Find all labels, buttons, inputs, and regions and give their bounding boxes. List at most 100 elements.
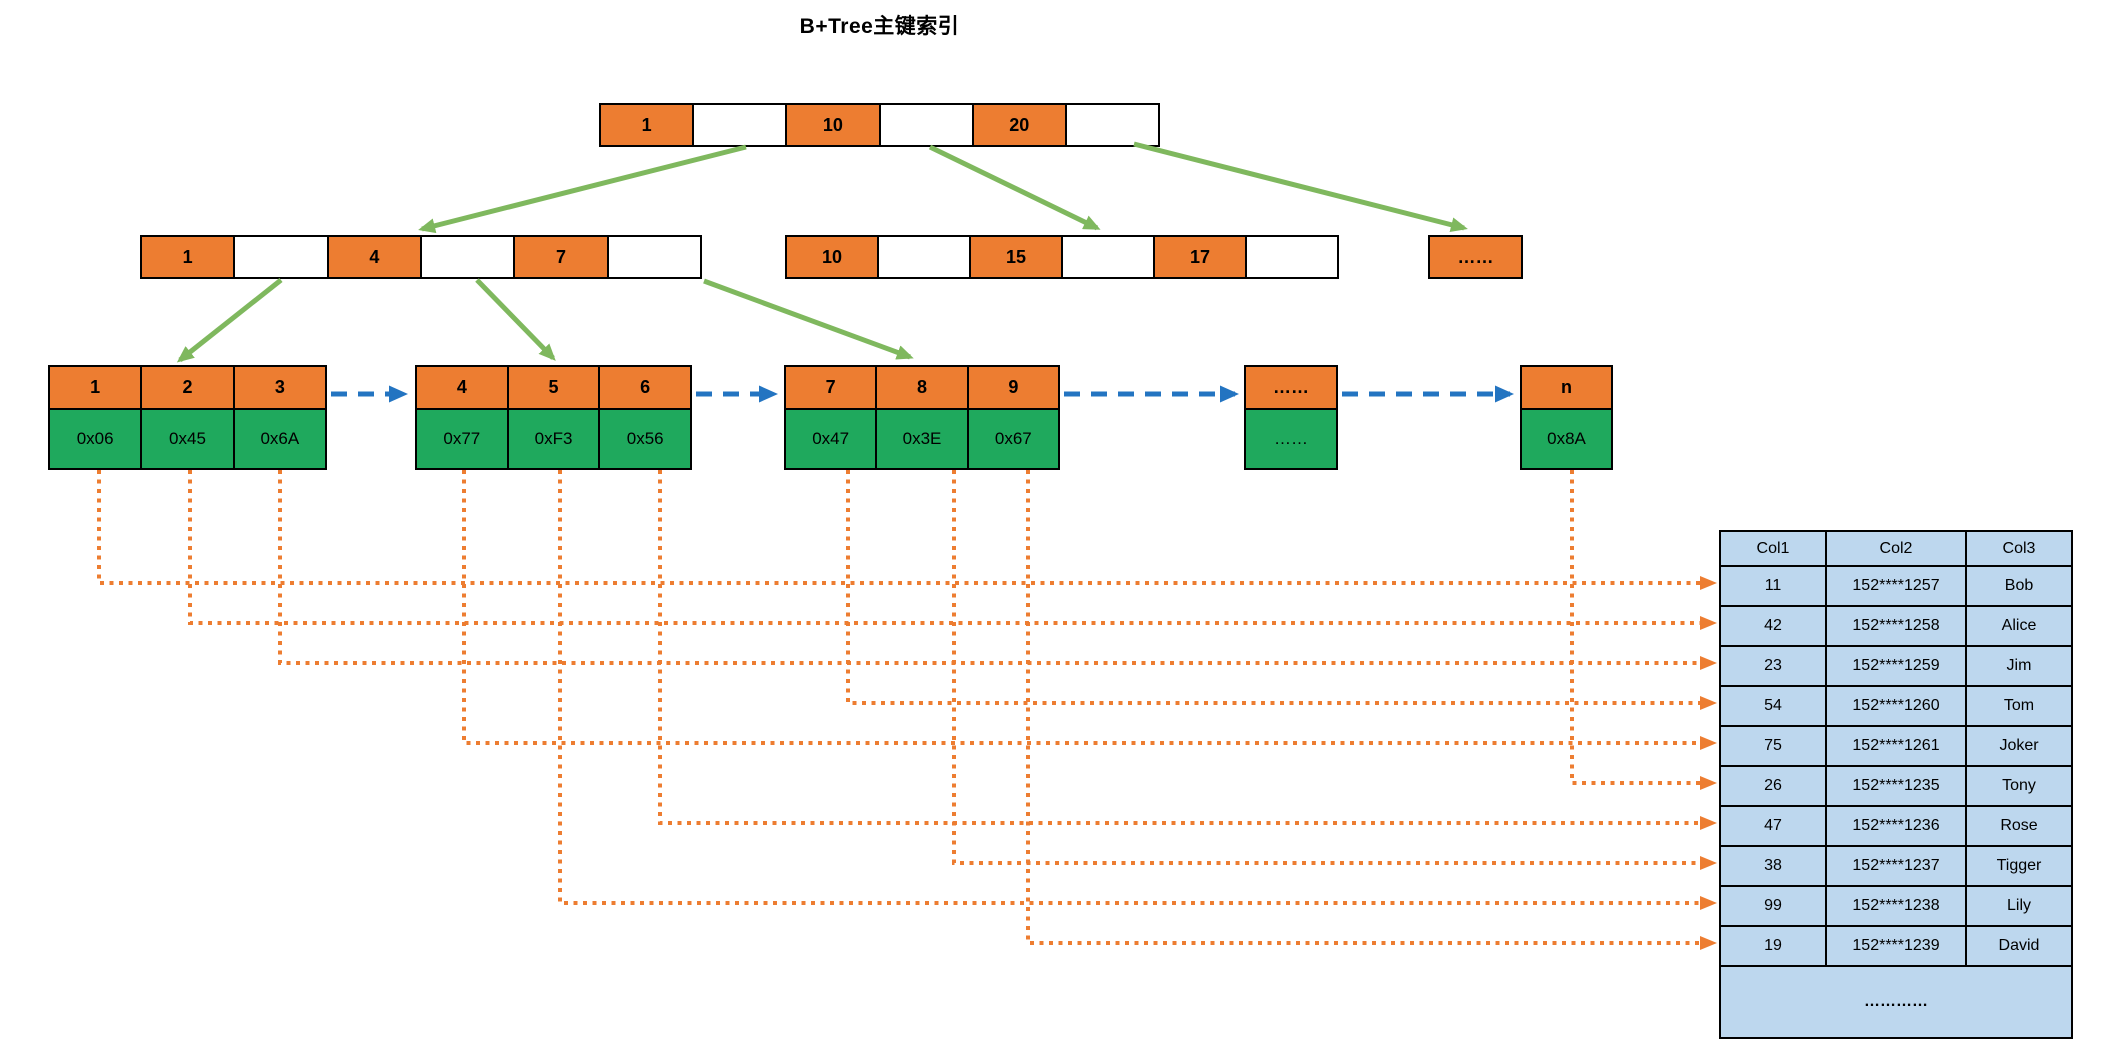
table-cell: 152****1261 [1827,725,1967,765]
pointer-cell [608,237,700,277]
table-cell: 152****1257 [1827,565,1967,605]
leaf-key-cell: 2 [142,367,235,408]
root-to-internal2-arrow [928,144,1101,231]
record-arrow-0x6A [278,470,1717,670]
table-ellipsis-row: ………… [1721,965,2071,1037]
internal1-to-leaf3-arrow [703,278,914,360]
pointer-cell [1063,237,1155,277]
key-cell: 20 [973,105,1067,145]
leaf-key-cell: 9 [968,367,1058,408]
leaf-key-cell: 4 [417,367,509,408]
leaf-value-row: …… [1246,408,1336,468]
key-cell: 17 [1155,237,1247,277]
pointer-cell [421,237,516,277]
pointer-cell [235,237,329,277]
table-cell: Tom [1967,685,2071,725]
leaf-value-cell: 0x47 [786,410,878,468]
table-cell: 47 [1721,805,1827,845]
key-cell: 1 [601,105,695,145]
key-cell: 1 [142,237,236,277]
table-cell: David [1967,925,2071,965]
leaf-key-cell: 6 [600,367,691,408]
leaf-key-cell: 3 [234,367,325,408]
key-cell: 15 [971,237,1063,277]
leaf-key-cell: 5 [508,367,601,408]
leaf-node-ellipsis: ………… [1244,365,1338,470]
leaf-value-row: 0x8A [1522,408,1611,468]
key-cell: 4 [328,237,422,277]
table-cell: Rose [1967,805,2071,845]
table-cell: Tony [1967,765,2071,805]
table-cell: 19 [1721,925,1827,965]
pointer-cell [880,105,974,145]
record-arrow-0x56 [658,470,1717,830]
table-cell: 26 [1721,765,1827,805]
table-cell: 152****1260 [1827,685,1967,725]
leaf-value-cell: 0x8A [1522,410,1611,468]
leaf-key-cell: 7 [786,367,878,408]
leaf-key-cell: 1 [50,367,143,408]
record-arrow-0x06 [97,470,1717,590]
table-cell: 42 [1721,605,1827,645]
table-cell: 152****1235 [1827,765,1967,805]
table-cell: Lily [1967,885,2071,925]
table-cell: 99 [1721,885,1827,925]
leaf-key-row: n [1522,367,1611,408]
leaf-value-cell: 0x45 [142,410,235,468]
table-cell: 152****1237 [1827,845,1967,885]
leaf-value-cell: 0x56 [600,410,691,468]
key-cell: …… [1430,237,1521,277]
table-cell: Bob [1967,565,2071,605]
key-cell: 10 [787,105,881,145]
leaf-key-row: …… [1246,367,1336,408]
internal1-to-leaf2-arrow [475,278,556,361]
table-cell: 152****1238 [1827,885,1967,925]
leaf-value-cell: 0x3E [877,410,969,468]
table-cell: Jim [1967,645,2071,685]
leaf-value-cell: …… [1246,410,1336,468]
table-cell: 11 [1721,565,1827,605]
pointer-cell [879,237,971,277]
record-arrow-0x67 [1026,470,1717,950]
record-arrow-0x8A [1570,470,1717,790]
diagram-title: B+Tree主键索引 [799,15,960,38]
table-cell: 152****1258 [1827,605,1967,645]
pointer-cell [1066,105,1159,145]
key-cell: 10 [787,237,879,277]
table-cell: 152****1239 [1827,925,1967,965]
leaf-value-cell: 0x06 [50,410,143,468]
table-cell: 152****1259 [1827,645,1967,685]
internal-node-2: 10 15 17 [785,235,1339,279]
table-cell: Alice [1967,605,2071,645]
pointer-cell [1247,237,1337,277]
root-to-ellipsis-arrow [1133,141,1468,233]
record-arrow-0x3E [952,470,1717,870]
leaf-value-cell: 0x6A [234,410,325,468]
leaf-value-cell: 0x67 [968,410,1058,468]
leaf-key-cell: n [1522,367,1611,408]
table-cell: 54 [1721,685,1827,725]
root-to-internal1-arrow [418,144,747,234]
table-cell: 75 [1721,725,1827,765]
leaf-key-cell: …… [1246,367,1336,408]
table-header-cell: Col3 [2002,539,2036,557]
record-arrow-0x77 [462,470,1717,750]
pointer-cell [694,105,788,145]
internal-node-ellipsis: …… [1428,235,1523,279]
table-cell: Joker [1967,725,2071,765]
record-arrow-0x47 [846,470,1717,710]
root-node: 1 10 20 [599,103,1160,147]
table-cell: 152****1236 [1827,805,1967,845]
